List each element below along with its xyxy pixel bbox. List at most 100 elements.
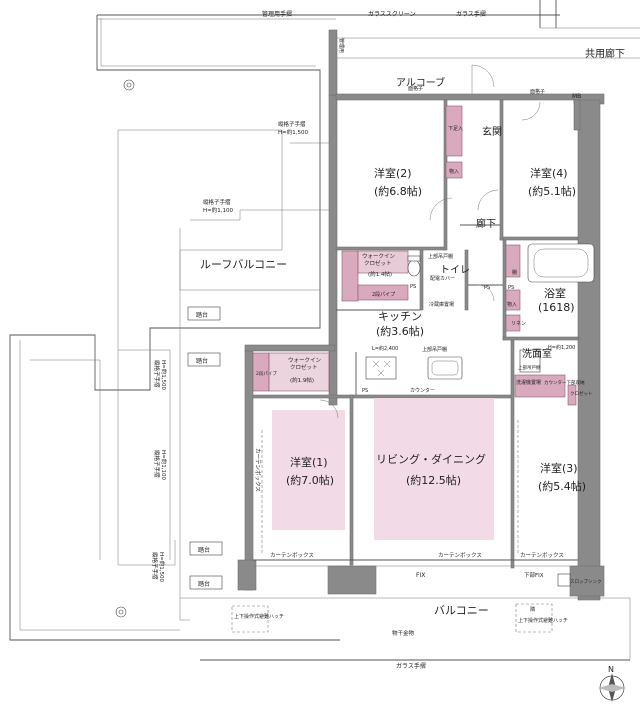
balcony-label: バルコニー — [434, 604, 489, 617]
lattice-rail4-h: H=約1,100 — [160, 450, 168, 480]
step4-label: 踏台 — [198, 580, 210, 588]
step-box-2 — [187, 352, 221, 367]
curtain3-label: カーテンボックス — [520, 551, 564, 559]
lattice-rail1: 縦格子手摺 — [278, 120, 306, 128]
step-box-4 — [189, 575, 223, 590]
ps4-label: PS — [484, 285, 490, 291]
step1-label: 踏台 — [196, 311, 208, 319]
bedroom3-size: (約5.4帖) — [538, 479, 586, 493]
stove-icon — [365, 356, 397, 380]
pipe-v-label: 2段パイプ — [256, 370, 277, 377]
kitchen-size: (約3.6帖) — [376, 324, 424, 338]
wic2-size: (約1.9帖) — [290, 376, 314, 384]
ps2-label: PS — [362, 388, 368, 394]
bedroom1-name: 洋室(1) — [290, 455, 328, 469]
linen-label: リネン — [511, 321, 526, 327]
wic1-line1: ウォークイン — [362, 252, 396, 260]
counter2-label: カウンター下部収納 — [544, 379, 585, 386]
door-swings — [319, 64, 541, 419]
step-box-3 — [189, 541, 223, 556]
lattice-rail2: 縦格子手摺 — [203, 198, 231, 206]
lattice-rail4: 縦格子手摺 — [153, 450, 161, 478]
bathroom-label: 浴室 — [544, 286, 566, 300]
sink-icon — [427, 356, 463, 380]
shelf-label: 棚 — [512, 269, 517, 276]
lattice2-label: 面格子 — [530, 88, 545, 95]
north-label: N — [608, 665, 614, 674]
pipe-label: 2段パイプ — [372, 291, 395, 298]
top-rails: 管理用手摺 ガラススクリーン ガラス手摺 共用廊下 — [97, 0, 640, 60]
curtain2-label: カーテンボックス — [438, 551, 482, 559]
upper-cabinet3-label: 上部吊戸棚 — [518, 364, 541, 371]
toilet-icon — [407, 255, 421, 277]
lattice-rail5-h: H=約1,500 — [158, 552, 166, 582]
height-l-label: L=約2,400 — [372, 345, 398, 352]
fix2-label: 下部FIX — [524, 571, 544, 579]
hallway-label: 廊下 — [476, 217, 496, 230]
kabinet-label: 配電カバー — [430, 276, 455, 282]
fix-label: FIX — [416, 572, 425, 579]
bathtub-icon — [527, 243, 595, 283]
unit-walls — [237, 29, 605, 601]
ps1-label: PS — [410, 284, 416, 290]
storage2-label: 物入 — [507, 301, 517, 308]
kitchen-name: キッチン — [378, 310, 422, 323]
slop-sink — [557, 573, 571, 587]
bedroom1-size: (約7.0帖) — [286, 473, 334, 487]
shoes-label: 下足入 — [448, 126, 463, 132]
counter-label: カウンター — [410, 387, 435, 394]
bedroom2-size: (約6.8帖) — [374, 184, 422, 198]
height-h-label: H=約1,200 — [548, 344, 575, 351]
bedroom4-name: 洋室(4) — [530, 166, 568, 180]
fridge-label: 冷蔵庫置場 — [429, 301, 454, 308]
lattice-rail3: 縦格子手摺 — [153, 360, 161, 388]
entrance-label: 玄関 — [482, 125, 502, 138]
room-labels: アルコーブ 玄関 廊下 洋室(2) (約6.8帖) 洋室(4) (約5.1帖) … — [200, 76, 586, 617]
lattice-rail5: 縦格子手摺 — [151, 552, 159, 580]
step2-label: 踏台 — [196, 357, 208, 365]
partitions — [253, 224, 578, 567]
storage-areas — [252, 105, 577, 406]
admin-path-label: 管理用 — [338, 38, 345, 53]
washroom-label: 洗面室 — [522, 347, 552, 360]
lattice-rail3-h: H=約1,500 — [160, 360, 168, 390]
curtain4-label: カーテンボックス — [254, 448, 262, 492]
washbasin — [519, 349, 541, 373]
bedroom4-size: (約5.1帖) — [528, 184, 576, 198]
drain-icon — [115, 79, 135, 618]
mb-label: MB — [572, 93, 581, 100]
glass-rail-bottom-label: ガラス手摺 — [396, 662, 426, 670]
roof-balcony-label: ルーフバルコニー — [200, 258, 287, 271]
wic1-line2: クロゼット — [364, 259, 392, 267]
upper-cabinet2-label: 上部吊戸棚 — [422, 346, 447, 353]
closet-label: クロゼット — [570, 390, 593, 397]
lattice-rail2-h: H=約1,100 — [203, 206, 233, 214]
wic2-line1: ウォークイン — [288, 356, 322, 364]
living-size: (約12.5帖) — [406, 473, 461, 487]
glass-rail-top-label: ガラス手摺 — [456, 10, 486, 18]
lattice1-label: 面格子 — [408, 85, 423, 92]
slop-sink-label: スロップシンク — [570, 579, 602, 585]
curtain1-label: カーテンボックス — [270, 551, 314, 559]
roof-balcony-outline — [9, 15, 340, 641]
storage-label: 物入 — [449, 168, 459, 175]
drying-label: 物干金物 — [392, 629, 415, 637]
hatch2-label: 上下操作式避難ハッチ — [518, 617, 568, 624]
washer-label: 洗濯機置場 — [516, 379, 541, 386]
hatch-box-2 — [515, 603, 553, 633]
step3-label: 踏台 — [198, 546, 210, 554]
hatch-box-1 — [231, 605, 269, 633]
bedroom1-area — [272, 410, 345, 530]
upper-cabinet-label: 上部吊戸棚 — [428, 253, 453, 260]
living-name: リビング・ダイニング — [376, 452, 486, 466]
wic1-size: (約1.4帖) — [368, 270, 392, 278]
detail-labels: ウォークイン クロゼット (約1.4帖) 2段パイプ ウォークイン クロゼット … — [254, 38, 593, 670]
glass-screen-label: ガラススクリーン — [368, 10, 416, 18]
exterior-labels: 縦格子手摺 H=約1,500 縦格子手摺 H=約1,100 縦格子手摺 H=約1… — [151, 120, 614, 674]
hatch-mark: 隣 — [530, 606, 535, 613]
compass-icon — [598, 673, 626, 702]
admin-rail-label: 管理用手摺 — [262, 10, 292, 18]
alcove-label: アルコーブ — [396, 76, 445, 89]
wic2-line2: クロゼット — [290, 363, 318, 371]
bath-size: (1618) — [538, 301, 575, 314]
